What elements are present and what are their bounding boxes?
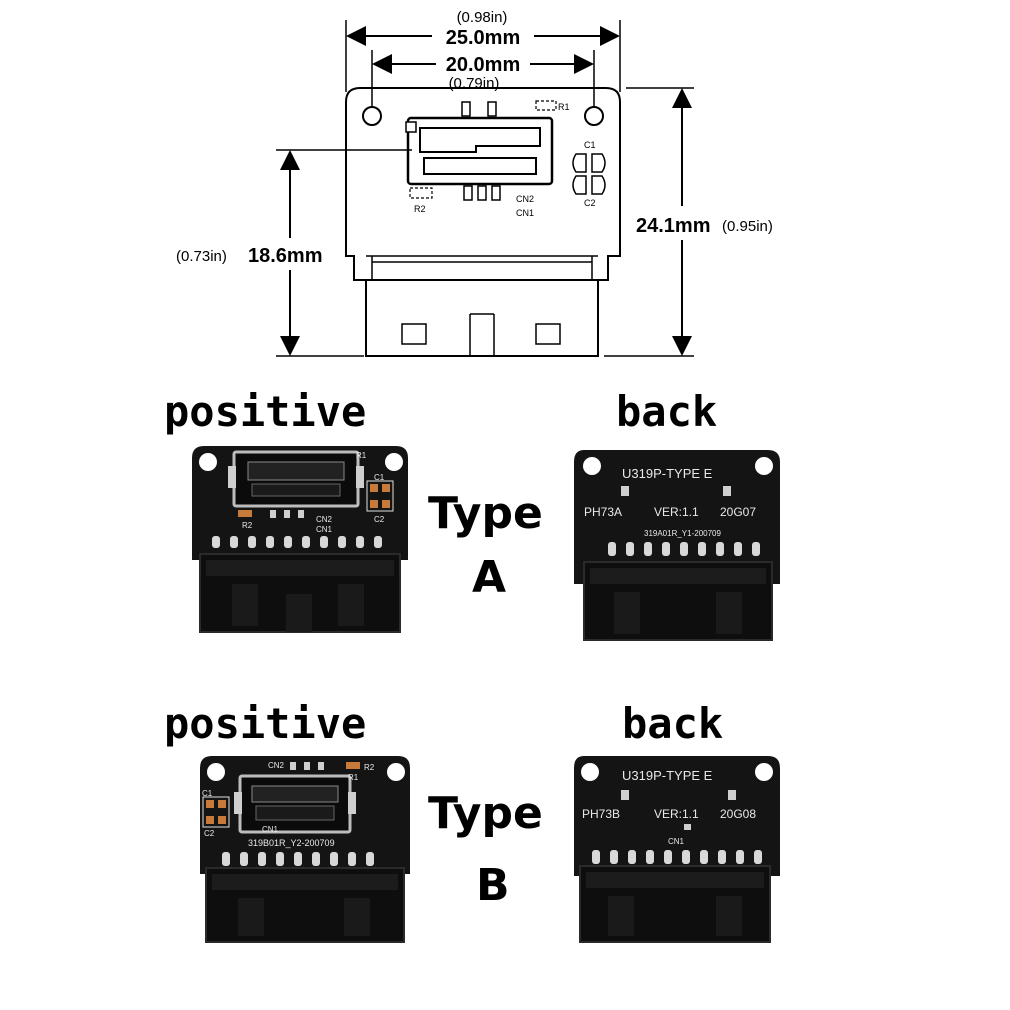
silk-b-serial: 319B01R_Y2-200709 [248,838,335,848]
silk-a-r2: R2 [242,521,253,530]
usb-socket-b [238,774,352,834]
mount-hole-a-right [385,453,403,471]
dim-inner-in: (0.79in) [449,75,500,92]
dim-width-mm: 25.0mm [446,27,521,49]
mount-hole-b-left [207,763,225,781]
silk-b-c1: C1 [202,789,213,798]
silk-b-cn2: CN2 [268,761,285,770]
back-label-b: back [622,699,723,748]
technical-drawing: R1 R2 C1 C2 CN2 CN1 (0.98in) 25.0mm 20.0… [176,9,773,357]
mount-hole-right [584,106,604,126]
pin-row-back-a [608,542,760,556]
label-c1: C1 [584,140,596,150]
board-front-b: CN2 R2 R1 C1 C2 CN1 319B01R_Y2-200709 [200,756,410,943]
pin-row-front-b [222,852,374,866]
back-b-code: 20G08 [720,807,756,821]
pin-row-front-a [212,536,382,548]
silk-b-cn1: CN1 [262,825,279,834]
back-a-serial: 319A01R_Y1-200709 [644,529,722,538]
board-back-a: U319P-TYPE E PH73A VER:1.1 20G07 319A01R… [574,450,780,641]
silk-a-r1: R1 [356,451,367,460]
connector-outline [365,279,599,357]
type-word-a: Type [428,488,543,539]
mount-hole-back-a-right [755,457,773,475]
silk-b-r1: R1 [348,773,359,782]
back-label-a: back [616,387,717,436]
row-type-b: positive back Type B CN2 R2 R1 C1 C2 CN1… [164,699,780,943]
dim-left-mm: 18.6mm [248,245,323,267]
label-c2: C2 [584,198,596,208]
mount-hole-left [362,106,382,126]
board-front-a: C1 C2 R1 R2 CN2 CN1 [192,446,408,633]
silk-b-c2: C2 [204,829,215,838]
silk-a-cn1: CN1 [316,525,333,534]
silk-a-cn2: CN2 [316,515,333,524]
back-a-model: U319P-TYPE E [622,466,713,481]
back-a-left: PH73A [584,505,622,519]
mount-hole-back-a-left [583,457,601,475]
pin-row-back-b [592,850,762,864]
dim-inner-mm: 20.0mm [446,54,521,76]
dim-height-in: (0.95in) [722,218,773,235]
positive-label-a: positive [164,387,366,436]
dim-width-in: (0.98in) [457,9,508,26]
back-b-cn: CN1 [668,837,685,846]
positive-label-b: positive [164,699,366,748]
back-b-ver: VER:1.1 [654,807,699,821]
label-r2: R2 [414,204,426,214]
row-type-a: positive back Type A C1 C2 R1 R2 CN2 CN1 [164,387,780,641]
back-b-left: PH73B [582,807,620,821]
type-word-b: Type [428,788,543,839]
back-a-code: 20G07 [720,505,756,519]
back-b-model: U319P-TYPE E [622,768,713,783]
label-cn1: CN1 [516,208,534,218]
type-letter-b: B [476,860,510,911]
back-a-ver: VER:1.1 [654,505,699,519]
silk-a-c1: C1 [374,473,385,482]
board-back-b: U319P-TYPE E PH73B VER:1.1 20G08 CN1 [574,756,780,943]
mount-hole-back-b-right [755,763,773,781]
mount-hole-b-right [387,763,405,781]
dim-left-in: (0.73in) [176,248,227,265]
mount-hole-back-b-left [581,763,599,781]
silk-b-r2: R2 [364,763,375,772]
dim-height-mm: 24.1mm [636,215,711,237]
mount-hole-a-left [199,453,217,471]
silk-a-c2: C2 [374,515,385,524]
type-letter-a: A [472,552,506,603]
label-cn2: CN2 [516,194,534,204]
label-r1: R1 [558,102,570,112]
